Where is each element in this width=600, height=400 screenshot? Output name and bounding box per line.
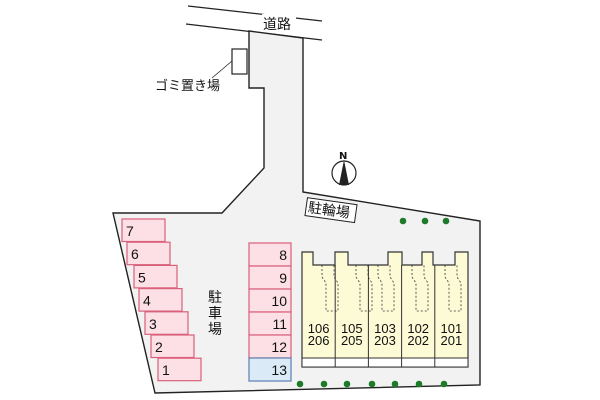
parking-space-highlighted: 13	[248, 357, 292, 382]
unit-ground-number: 102	[407, 321, 429, 336]
building-corridor	[301, 357, 469, 368]
parking-space-number: 8	[279, 247, 287, 263]
tree-dot-icon	[320, 380, 328, 388]
parking-space-number: 7	[126, 223, 134, 239]
unit-upper-number: 201	[441, 333, 463, 348]
tree-dot-icon	[442, 217, 450, 225]
parking-space: 10	[248, 288, 292, 313]
parking-space: 6	[126, 241, 171, 266]
parking-space: 9	[248, 265, 292, 290]
north-arrow-icon: N	[331, 151, 357, 186]
unit-upper-number: 203	[374, 333, 396, 348]
tree-dot-icon	[415, 380, 423, 388]
road-label: 道路	[263, 17, 291, 33]
north-label: N	[339, 151, 347, 162]
parking-space-number: 6	[131, 246, 139, 262]
bicycle-parking-label: 駐輪場	[307, 199, 351, 222]
stair-outline	[355, 265, 373, 312]
parking-space-number: 3	[149, 316, 157, 332]
unit-ground-number: 103	[374, 321, 396, 336]
tree-dot-icon	[343, 380, 351, 388]
svg-text:駐: 駐	[208, 290, 222, 306]
bicycle-parking: 駐輪場	[304, 197, 358, 224]
tree-dot-icon	[421, 217, 429, 225]
tree-dot-icon	[391, 380, 399, 388]
garbage-leader-line	[211, 60, 233, 79]
garbage-area	[231, 48, 248, 75]
parking-space: 3	[144, 311, 189, 335]
parking-space: 7	[121, 218, 166, 243]
tree-dot-icon	[440, 380, 448, 388]
stair-outline	[377, 265, 395, 312]
apartment-building	[301, 251, 469, 368]
svg-text:車: 車	[208, 305, 222, 322]
parking-space-number: 4	[143, 293, 151, 309]
parking-label: 駐 車 場	[208, 290, 222, 338]
unit-upper-number: 202	[407, 333, 429, 348]
parking-space-number: 13	[271, 362, 287, 378]
unit-ground-number: 105	[341, 321, 363, 336]
parking-space-number: 11	[272, 316, 287, 332]
parking-space-number: 2	[155, 339, 163, 355]
parking-space-number: 9	[279, 270, 287, 286]
stair-outline	[444, 265, 462, 312]
road-edge-top	[187, 5, 323, 22]
parking-space: 8	[248, 242, 292, 267]
unit-ground-number: 106	[308, 321, 330, 336]
unit-upper-number: 206	[308, 333, 330, 348]
parking-space: 12	[248, 334, 292, 359]
parking-space-number: 1	[162, 362, 170, 378]
parking-space: 1	[157, 357, 202, 382]
unit-ground-number: 101	[441, 321, 463, 336]
road-label-bg	[262, 14, 296, 32]
svg-text:場: 場	[208, 322, 222, 338]
parking-space: 5	[133, 264, 178, 289]
stair-outline	[411, 265, 429, 312]
garbage-label: ゴミ置き場	[155, 78, 220, 94]
parking-space-number: 12	[271, 339, 287, 355]
tree-dot-icon	[368, 380, 376, 388]
parking-space-number: 5	[138, 269, 146, 285]
stair-outline	[321, 265, 339, 312]
parking-space-number: 10	[271, 293, 287, 309]
parking-space: 4	[138, 288, 183, 312]
parking-space: 11	[248, 311, 292, 336]
unit-upper-number: 205	[341, 333, 363, 348]
tree-dot-icon	[296, 380, 304, 388]
tree-dot-icon	[399, 217, 407, 225]
parking-space: 2	[150, 334, 195, 359]
